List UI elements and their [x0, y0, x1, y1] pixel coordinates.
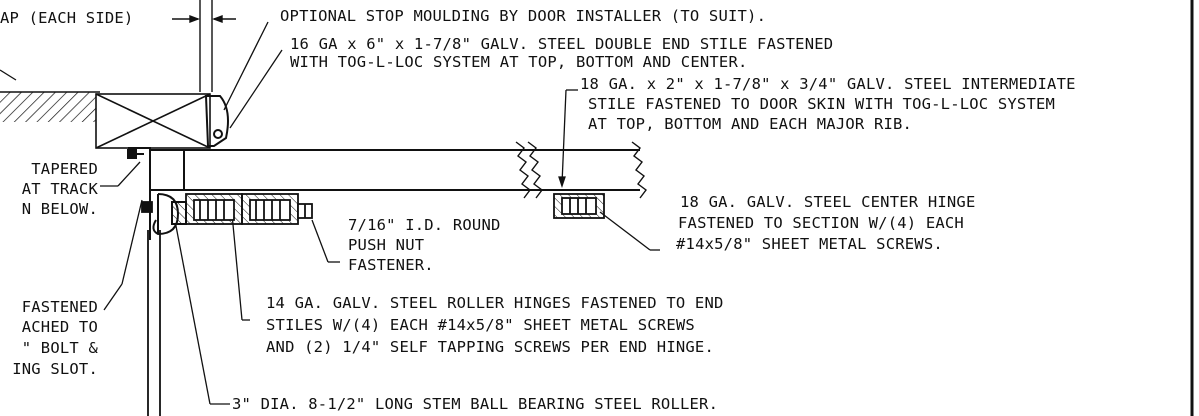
roller-hinge-label-1: 14 GA. GALV. STEEL ROLLER HINGES FASTENE… — [266, 294, 724, 312]
intermediate-stile-label-2: STILE FASTENED TO DOOR SKIN WITH TOG-L-L… — [588, 95, 1056, 113]
roller-hinge-1 — [185, 193, 243, 225]
gap-label: AP (EACH SIDE) — [0, 9, 134, 27]
double-end-stile-label-1: 16 GA x 6" x 1-7/8" GALV. STEEL DOUBLE E… — [290, 35, 834, 53]
center-hinge-label-3: #14x5/8" SHEET METAL SCREWS. — [676, 235, 943, 253]
tapered-label-2: AT TRACK — [21, 180, 98, 198]
push-nut — [297, 203, 313, 219]
push-nut-label-2: PUSH NUT — [348, 236, 425, 254]
door-panel — [150, 141, 647, 199]
roller-label: 3" DIA. 8-1/2" LONG STEM BALL BEARING ST… — [232, 395, 719, 413]
bracket-label-1: FASTENED — [21, 298, 98, 316]
jamb-block — [95, 93, 211, 149]
push-nut-label-1: 7/16" I.D. ROUND — [348, 216, 501, 234]
leader-lines — [0, 21, 660, 405]
roller-hinge-label-2: STILES W/(4) EACH #14x5/8" SHEET METAL S… — [266, 316, 695, 334]
roller-hinge-label-3: AND (2) 1/4" SELF TAPPING SCREWS PER END… — [266, 338, 714, 356]
double-end-stile-label-2: WITH TOG-L-LOC SYSTEM AT TOP, BOTTOM AND… — [290, 53, 748, 71]
roller-wheel — [152, 193, 187, 236]
intermediate-stile-label-1: 18 GA. x 2" x 1-7/8" x 3/4" GALV. STEEL … — [580, 75, 1076, 93]
bracket-label-4: ING SLOT. — [12, 360, 98, 378]
tapered-label-1: TAPERED — [31, 160, 98, 178]
intermediate-stile-label-3: AT TOP, BOTTOM AND EACH MAJOR RIB. — [588, 115, 913, 133]
stop-moulding — [204, 95, 229, 147]
center-hinge — [553, 193, 605, 219]
bracket-label-3: " BOLT & — [21, 339, 98, 357]
track — [141, 201, 161, 416]
end-stile-bracket — [127, 147, 151, 240]
stop-moulding-label: OPTIONAL STOP MOULDING BY DOOR INSTALLER… — [280, 7, 767, 25]
wall-hatch — [0, 91, 100, 122]
bracket-label-2: ACHED TO — [21, 318, 98, 336]
tapered-label-3: N BELOW. — [21, 200, 98, 218]
center-hinge-label-1: 18 GA. GALV. STEEL CENTER HINGE — [680, 193, 976, 211]
push-nut-label-3: FASTENER. — [348, 256, 434, 274]
gap-dimension — [172, 0, 236, 92]
roller-hinge-2 — [241, 193, 299, 225]
center-hinge-label-2: FASTENED TO SECTION W/(4) EACH — [678, 214, 964, 232]
